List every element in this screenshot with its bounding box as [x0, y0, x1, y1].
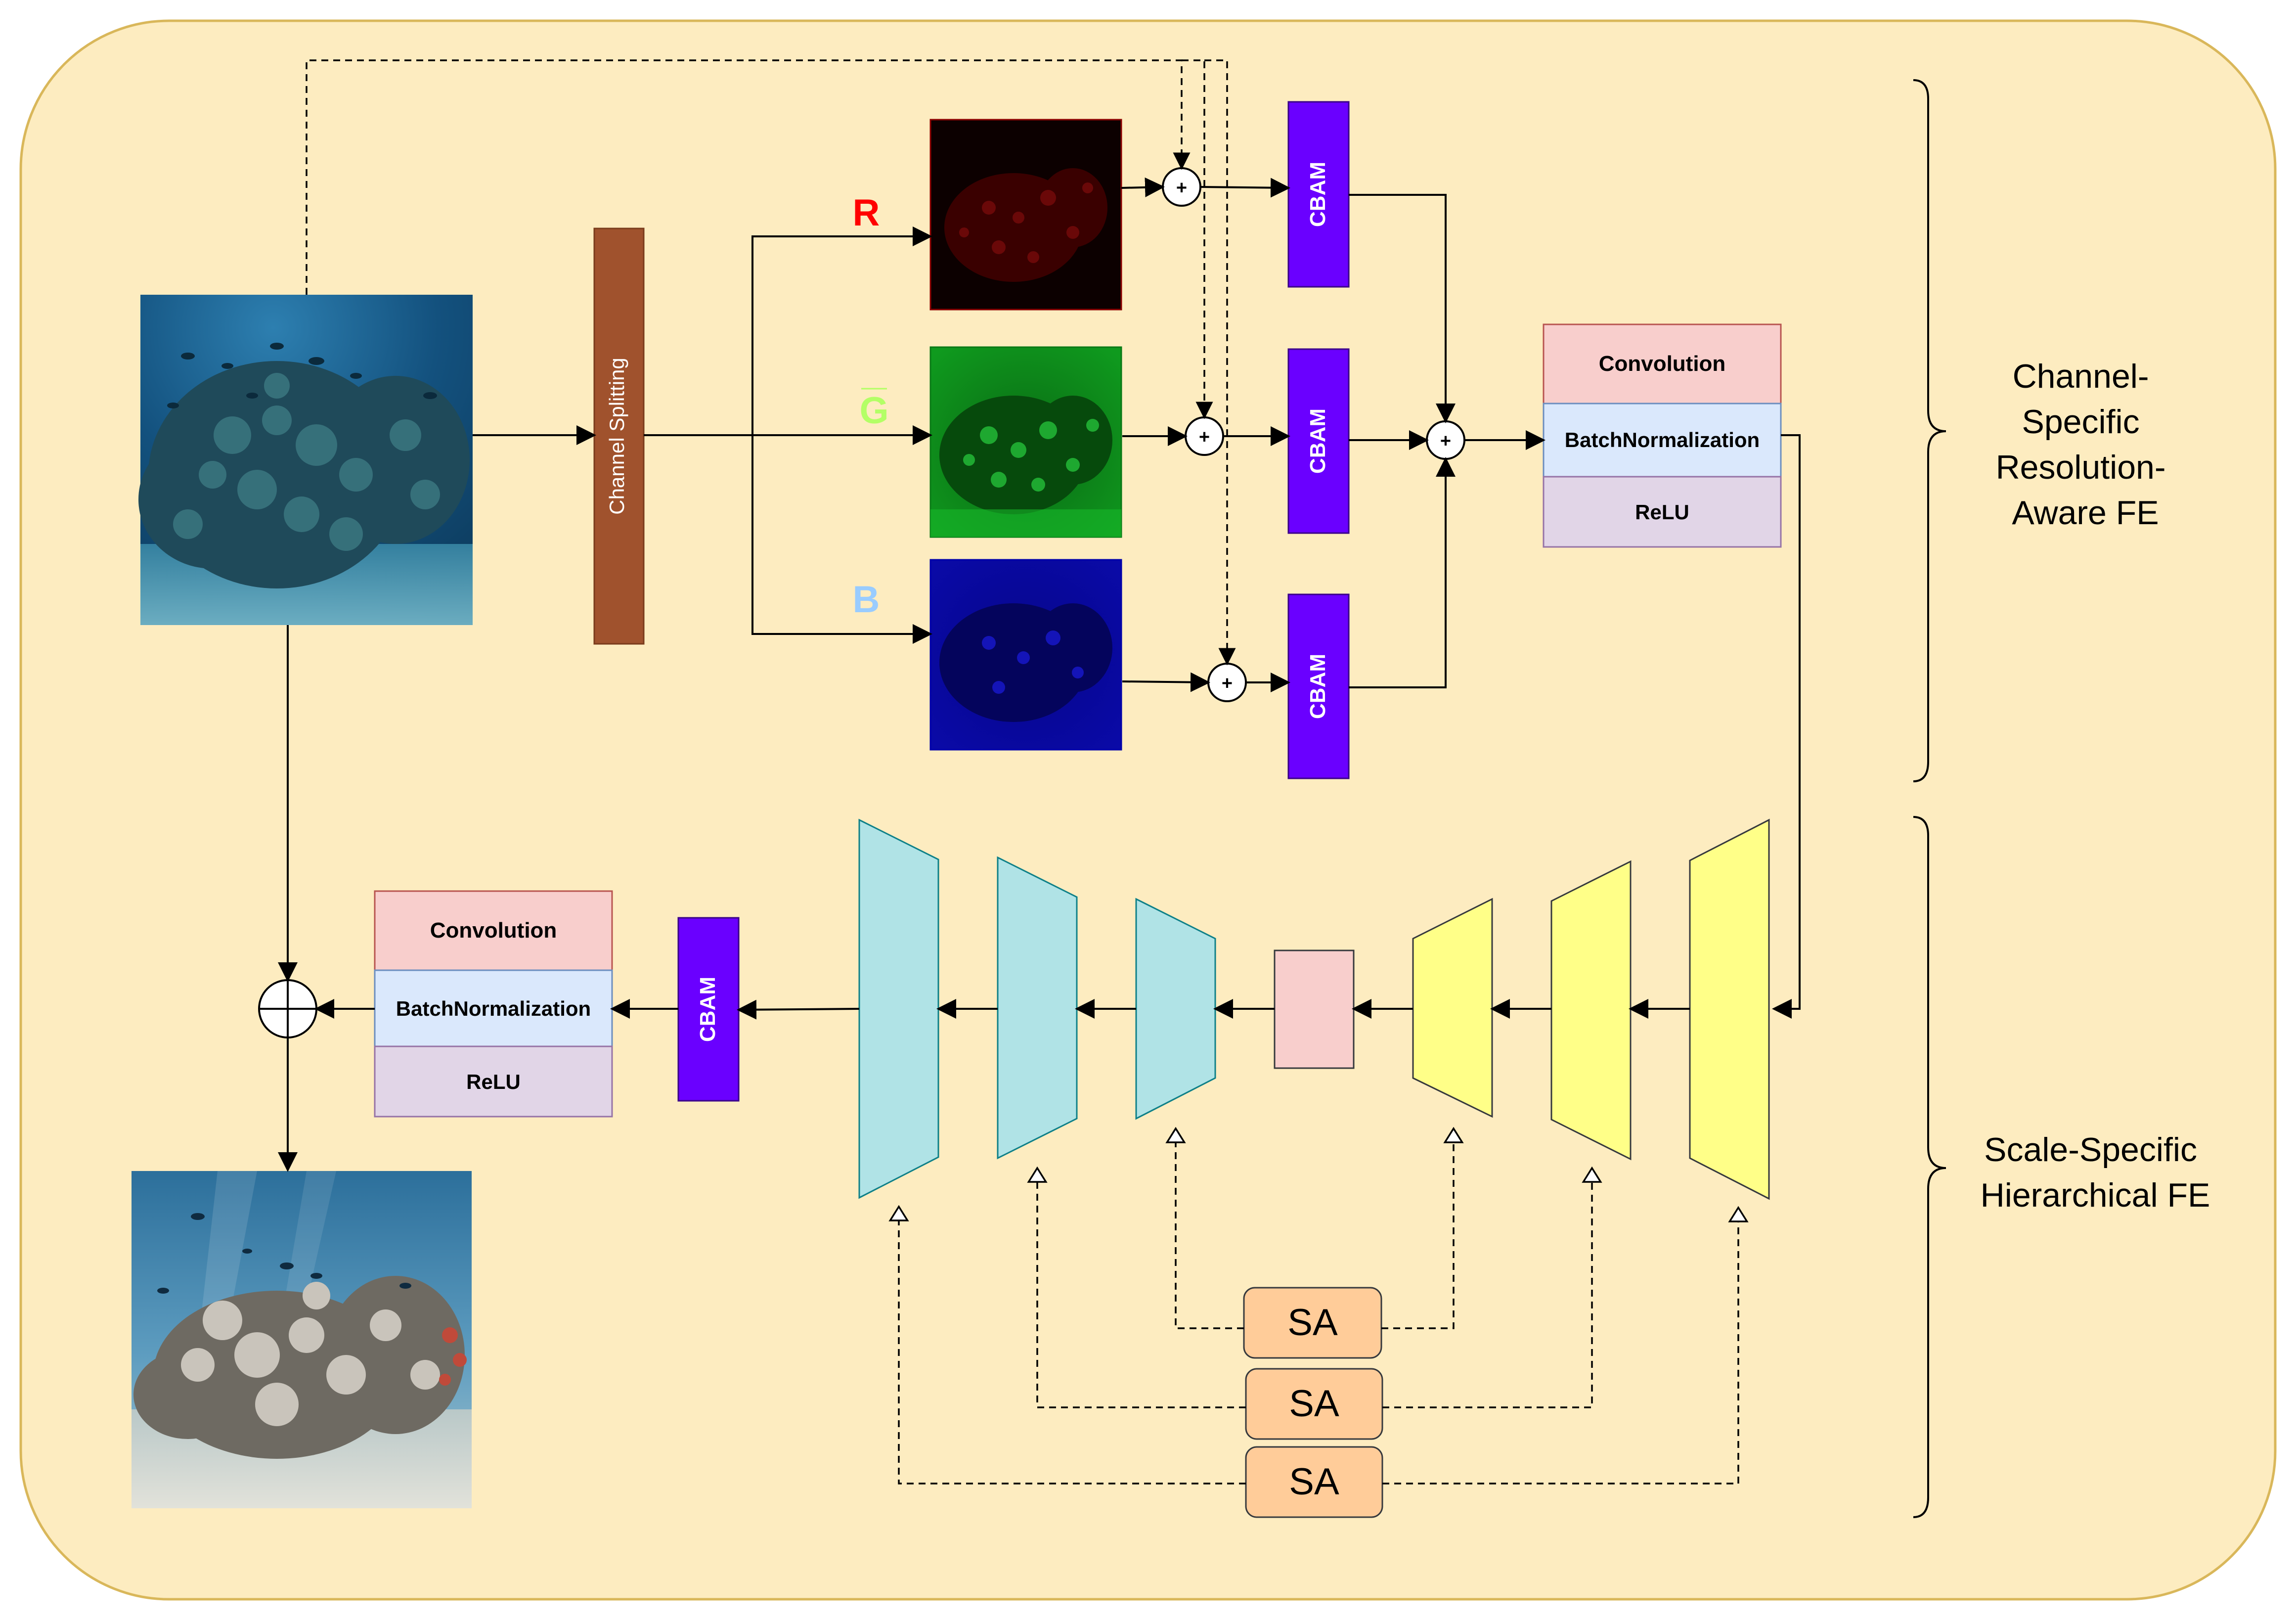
channel-g-label: G: [859, 390, 888, 432]
channel-splitting-block: Channel Splitting: [593, 227, 645, 645]
output-image: [132, 1171, 472, 1508]
svg-text:CBAM: CBAM: [696, 977, 720, 1042]
svg-text:+: +: [1199, 427, 1210, 448]
channel-splitting-label: Channel Splitting: [605, 358, 628, 515]
encoder-block-1: [1689, 818, 1770, 1200]
top-conv-stack: Convolution BatchNormalization ReLU: [1543, 323, 1782, 548]
bottom-convolution-block: [374, 890, 613, 971]
green-channel-image: [929, 346, 1122, 538]
brace-bottom: [1913, 816, 1946, 1518]
sa-block-3: SA: [1245, 1446, 1383, 1518]
svg-text:ReLU: ReLU: [466, 1070, 521, 1093]
encoder-block-3: [1412, 898, 1493, 1118]
svg-text:CBAM: CBAM: [1306, 162, 1330, 227]
red-channel-image: [929, 119, 1122, 311]
bottom-brace-label: Scale-Specific Hierarchical FE: [1981, 1131, 2210, 1214]
svg-text:+: +: [1176, 178, 1187, 198]
add-node-g: +: [1185, 416, 1224, 456]
bottom-conv-stack: Convolution BatchNormalization ReLU: [374, 890, 613, 1118]
top-brace-label: Channel- Specific Resolution- Aware FE: [1996, 358, 2175, 532]
decoder-block-3: [858, 818, 939, 1199]
svg-text:SA: SA: [1287, 1302, 1338, 1344]
cbam-block-b: CBAM: [1287, 593, 1350, 779]
sa-block-2: SA: [1245, 1368, 1383, 1440]
add-node-b: +: [1207, 663, 1247, 702]
decoder-block-2: [997, 856, 1078, 1160]
top-arrows: [473, 177, 1801, 1019]
cbam-block-bottom: CBAM: [677, 917, 740, 1102]
sa-block-1: SA: [1243, 1287, 1382, 1359]
svg-text:+: +: [1440, 431, 1451, 451]
svg-text:Convolution: Convolution: [430, 918, 557, 943]
svg-text:ReLU: ReLU: [1635, 500, 1689, 524]
cbam-block-g: CBAM: [1287, 348, 1350, 534]
svg-text:Convolution: Convolution: [1599, 352, 1726, 376]
bottleneck-block: [1274, 949, 1355, 1069]
channel-r-label: R: [853, 192, 880, 234]
input-image: [138, 295, 473, 625]
encoder-block-2: [1550, 860, 1632, 1161]
final-add-node: [258, 979, 317, 1038]
add-node-merge: +: [1426, 420, 1465, 460]
add-node-r: +: [1162, 167, 1201, 207]
svg-text:SA: SA: [1289, 1383, 1339, 1425]
blue-channel-image: [929, 559, 1122, 751]
channel-b-label: B: [853, 579, 880, 621]
svg-text:BatchNormalization: BatchNormalization: [396, 997, 591, 1020]
svg-text:BatchNormalization: BatchNormalization: [1565, 428, 1760, 451]
top-convolution-block: [1543, 323, 1782, 405]
skip-connections: [306, 59, 1236, 666]
decoder-block-1: [1135, 898, 1216, 1120]
svg-text:CBAM: CBAM: [1306, 408, 1330, 474]
bottom-arrows: [278, 625, 1690, 1172]
bottom-relu-block: [374, 1045, 613, 1118]
svg-text:+: +: [1222, 673, 1233, 694]
brace-top: [1913, 79, 1946, 782]
svg-text:CBAM: CBAM: [1306, 654, 1330, 719]
cbam-block-r: CBAM: [1287, 101, 1350, 288]
sa-connectors: [888, 1126, 1749, 1485]
svg-text:SA: SA: [1289, 1461, 1339, 1503]
top-relu-block: [1543, 476, 1782, 548]
bottom-batchnorm-block: [374, 969, 613, 1047]
